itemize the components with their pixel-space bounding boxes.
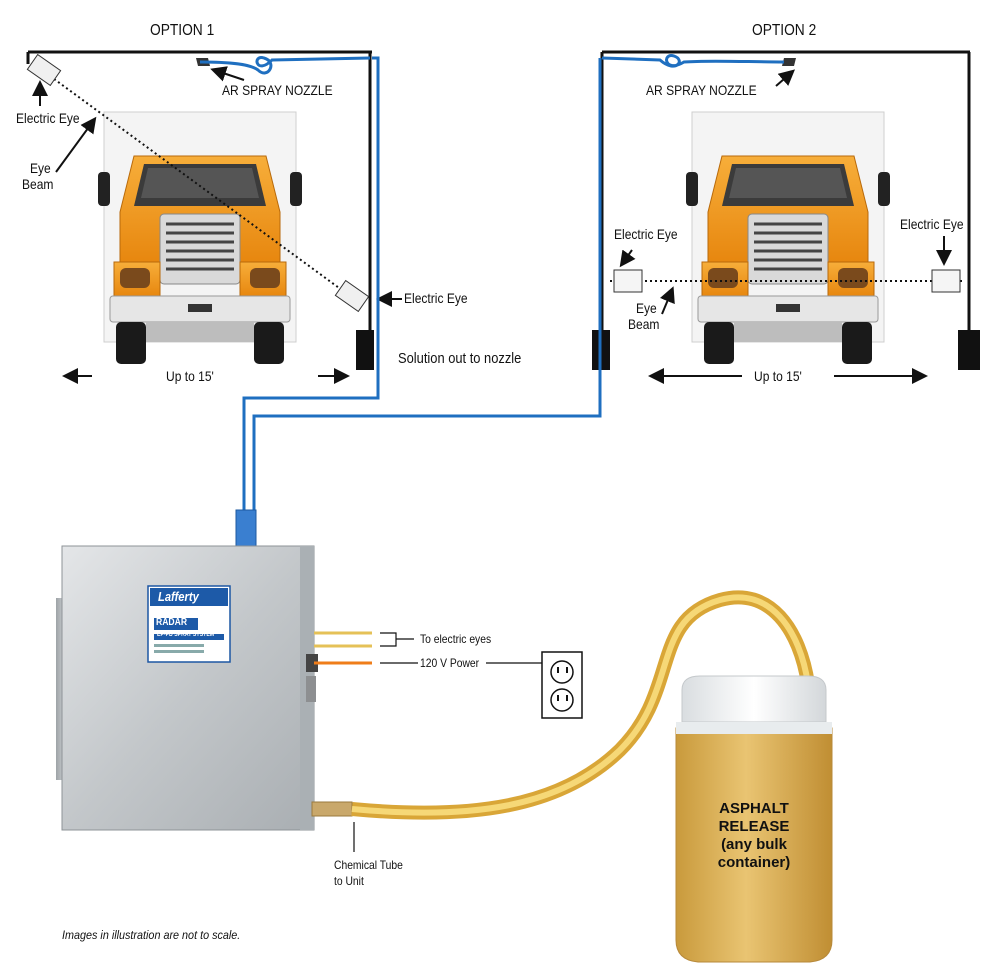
chemical-tube-label-line1: Chemical Tube <box>334 858 403 872</box>
container-label: ASPHALT RELEASE (any bulk container) <box>676 800 832 872</box>
power-label: 120 V Power <box>420 656 480 670</box>
option2-frame <box>592 50 980 370</box>
chemical-tube-label-line2: to Unit <box>334 874 364 888</box>
hose-fitting <box>235 509 257 551</box>
option2-electric-eyes <box>610 269 962 293</box>
option2-arrows <box>619 69 952 384</box>
option1-nozzle <box>196 56 371 75</box>
container-label-line4: container) <box>717 854 791 871</box>
blue-solution-hoses <box>242 56 602 520</box>
option1-eye-beam-line2: Beam <box>22 176 54 192</box>
option2-eye-beam-line1: Eye <box>636 300 657 316</box>
option1-frame <box>26 50 374 370</box>
truck-option1 <box>96 110 304 366</box>
option1-width-label: Up to 15' <box>166 368 214 384</box>
option1-nozzle-label: AR SPRAY NOZZLE <box>222 82 333 98</box>
eye-wires <box>314 631 372 665</box>
scale-footnote: Images in illustration are not to scale. <box>62 928 241 942</box>
option2-title: OPTION 2 <box>752 22 817 39</box>
container-label-line1: ASPHALT <box>719 800 789 817</box>
option1-arrows <box>32 66 402 384</box>
option2-electric-eye-left-label: Electric Eye <box>614 226 678 242</box>
option2-nozzle <box>601 54 796 68</box>
option2-nozzle-label: AR SPRAY NOZZLE <box>646 82 757 98</box>
option1-eye-beam-line1: Eye <box>30 160 51 176</box>
option1-electric-eyes <box>26 53 370 313</box>
spray-unit <box>56 545 353 831</box>
bulk-container <box>675 675 833 963</box>
to-electric-eyes-label: To electric eyes <box>420 632 492 646</box>
container-label-line2: RELEASE <box>718 818 790 835</box>
unit-product: RADAR <box>156 617 188 628</box>
container-label-line3: (any bulk <box>721 836 787 853</box>
unit-system: EP-PD SPRAY SYSTEM <box>157 632 215 638</box>
unit-brand: Lafferty <box>158 589 199 604</box>
truck-option2 <box>684 110 892 366</box>
option2-width-label: Up to 15' <box>754 368 802 384</box>
power-outlet <box>541 651 583 719</box>
option1-electric-eye-bottom-label: Electric Eye <box>404 290 468 306</box>
option1-electric-eye-top-label: Electric Eye <box>16 110 80 126</box>
solution-out-label: Solution out to nozzle <box>398 350 522 367</box>
option2-electric-eye-right-label: Electric Eye <box>900 216 964 232</box>
wire-callouts <box>353 632 542 852</box>
option1-title: OPTION 1 <box>150 22 215 39</box>
option2-eye-beam-line2: Beam <box>628 316 660 332</box>
